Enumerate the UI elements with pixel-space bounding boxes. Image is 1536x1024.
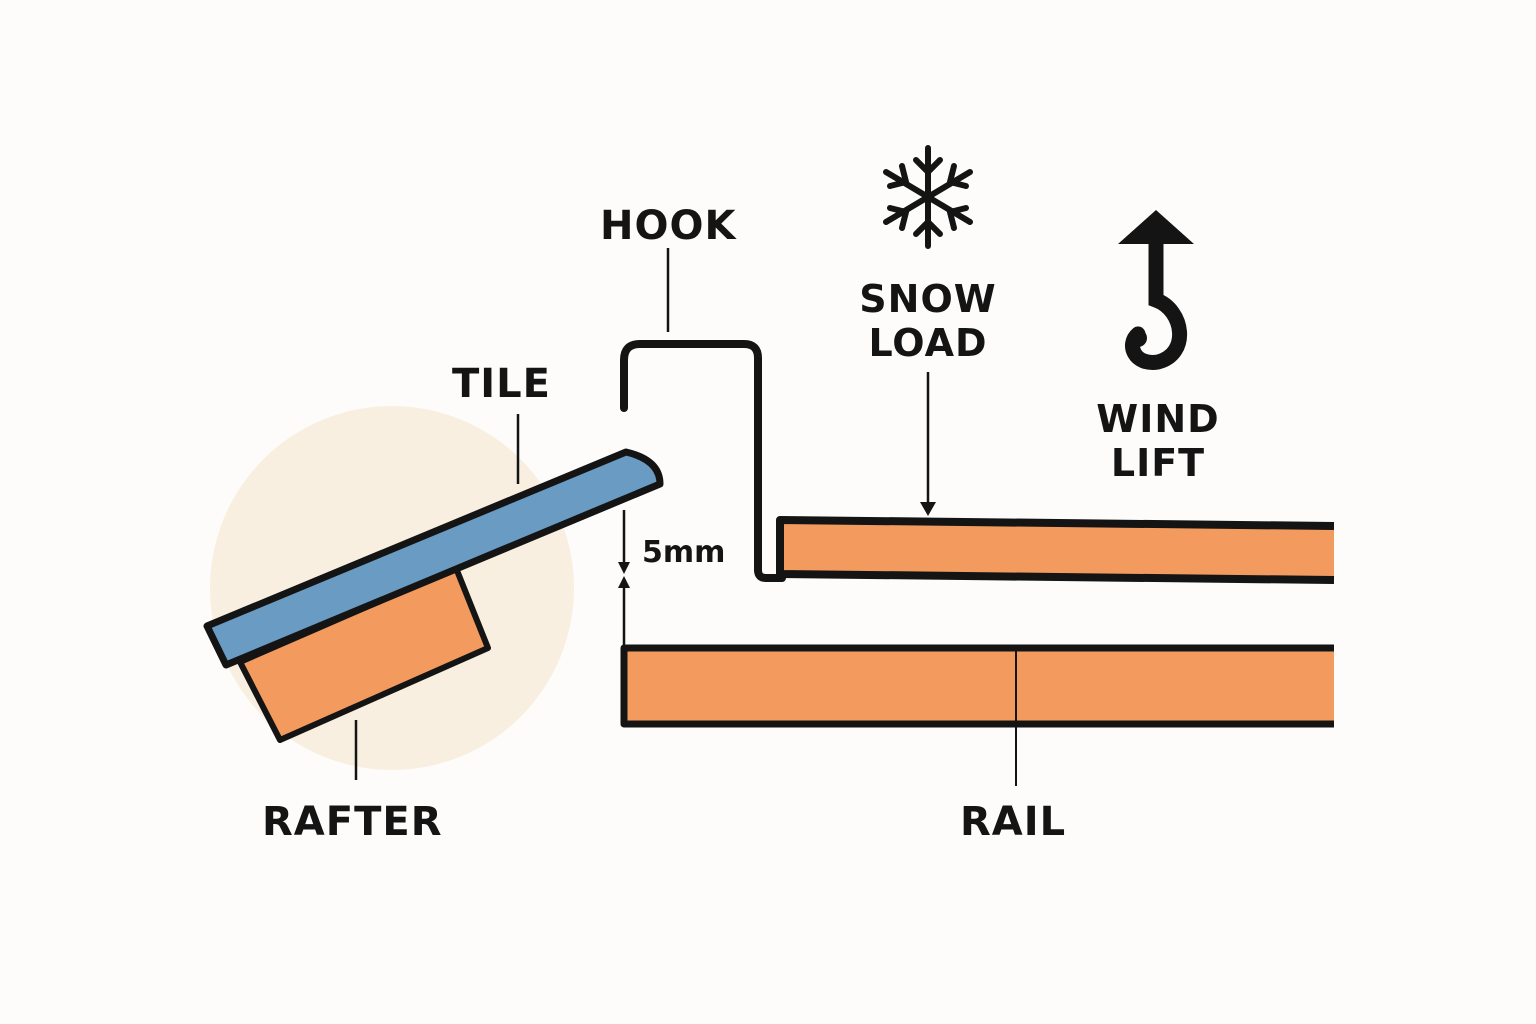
- rafter-label: RAFTER: [262, 799, 443, 845]
- snowflake-icon: [883, 145, 973, 249]
- upper-rail: [776, 516, 1335, 584]
- hook-arrow-icon: [1118, 210, 1194, 370]
- lower-rail: [620, 644, 1334, 728]
- hook-label: HOOK: [600, 203, 737, 249]
- snow-load-arrowhead: [920, 502, 936, 516]
- tile-plank: [203, 448, 664, 669]
- wind-lift-label: WIND LIFT: [1088, 400, 1228, 482]
- rail-label: RAIL: [960, 799, 1067, 845]
- wind-lift-line1: WIND: [1096, 397, 1220, 441]
- tile-label: TILE: [452, 361, 551, 407]
- snow-load-line2: LOAD: [868, 321, 988, 365]
- snow-load-line1: SNOW: [859, 277, 997, 321]
- mounting-hook: [620, 340, 786, 582]
- gap-dimension-label: 5mm: [642, 535, 726, 570]
- wind-lift-line2: LIFT: [1110, 441, 1206, 485]
- gap-arrow-down: [618, 562, 630, 574]
- snow-load-label: SNOW LOAD: [858, 280, 998, 362]
